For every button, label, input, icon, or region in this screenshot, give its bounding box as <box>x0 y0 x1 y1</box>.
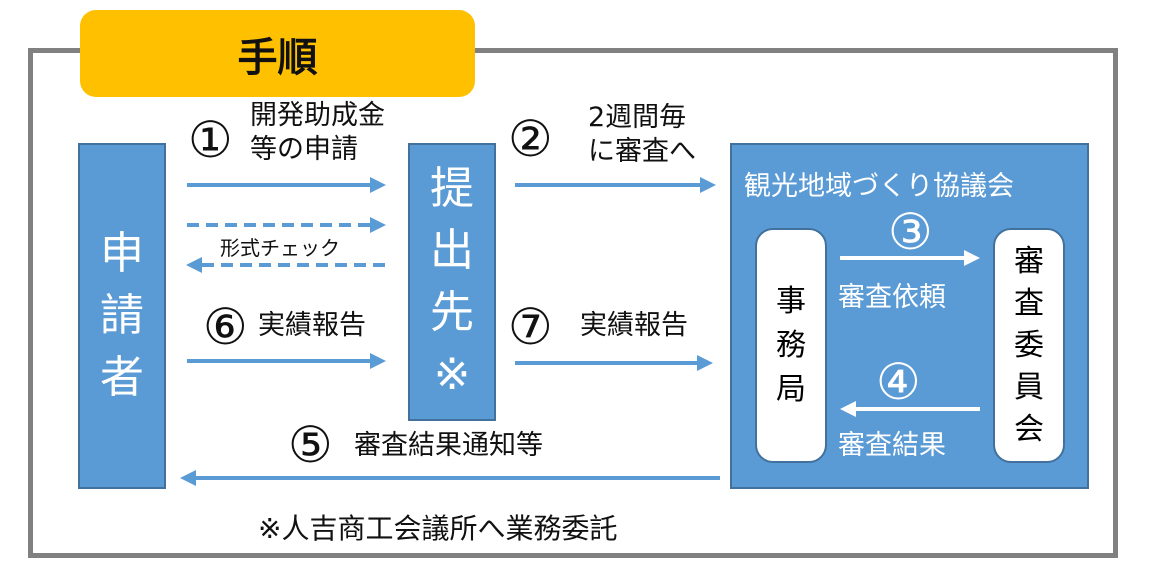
submission-char: 出 <box>430 225 474 276</box>
committee-char: 査 <box>1014 285 1044 321</box>
office-box: 事 務 局 <box>755 228 827 463</box>
step2-line1: 2週間毎 <box>588 102 687 133</box>
step2-number: ② <box>508 110 553 168</box>
submission-char: ※ <box>433 349 471 400</box>
committee-box: 審 査 委 員 会 <box>993 228 1065 463</box>
step7-label: 実績報告 <box>580 310 688 341</box>
submission-box: 提 出 先 ※ <box>408 143 496 421</box>
step5-label: 審査結果通知等 <box>354 430 543 461</box>
submission-char: 提 <box>430 163 474 214</box>
committee-char: 審 <box>1014 243 1044 279</box>
office-char: 局 <box>776 371 806 407</box>
step1-number: ① <box>188 111 233 169</box>
step2-line2: に審査へ <box>588 136 696 167</box>
office-char: 務 <box>776 327 806 363</box>
committee-char: 会 <box>1014 411 1044 447</box>
step4-number: ④ <box>876 353 921 411</box>
committee-char: 委 <box>1014 327 1044 363</box>
step7-number: ⑦ <box>508 298 553 356</box>
procedure-frame <box>28 48 1118 558</box>
footnote: ※人吉商工会議所へ業務委託 <box>258 512 618 545</box>
council-title: 観光地域づくり協議会 <box>744 171 1014 202</box>
step6-label: 実績報告 <box>258 310 366 341</box>
applicant-box: 申 請 者 <box>78 143 166 489</box>
office-char: 事 <box>776 283 806 319</box>
step6-number: ⑥ <box>203 298 248 356</box>
step4-label: 審査結果 <box>838 430 946 461</box>
committee-char: 員 <box>1014 369 1044 405</box>
step3-label: 審査依頼 <box>838 282 946 313</box>
applicant-char: 者 <box>100 352 144 403</box>
format-check-label: 形式チェック <box>220 236 340 260</box>
applicant-char: 請 <box>100 290 144 341</box>
applicant-char: 申 <box>100 228 144 279</box>
submission-char: 先 <box>430 287 474 338</box>
step3-number: ③ <box>888 203 933 261</box>
step5-number: ⑤ <box>288 416 333 474</box>
step1-line1: 開発助成金 <box>250 100 385 131</box>
procedure-title: 手順 <box>80 10 475 97</box>
step1-line2: 等の申請 <box>250 134 358 165</box>
